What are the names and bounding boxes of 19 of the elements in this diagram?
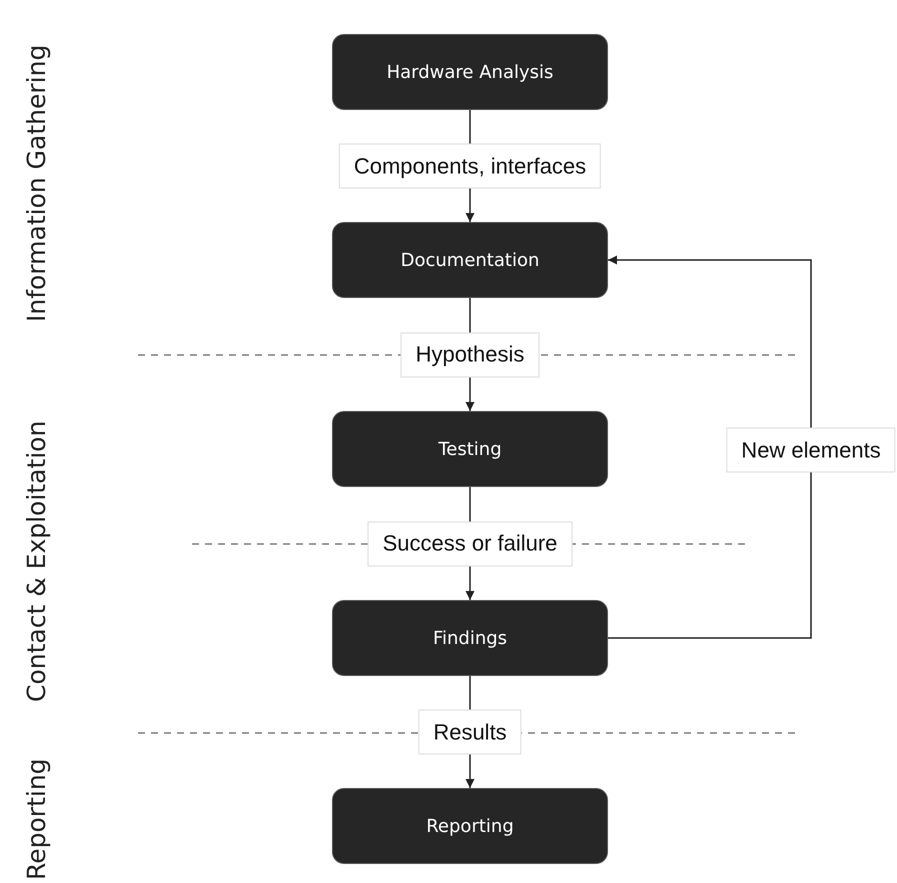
box-label: Reporting [426,816,514,836]
phase-label: Reporting [22,758,51,880]
phase-label: Information Gathering [22,44,51,322]
process-box [332,788,608,864]
box-label: Hardware Analysis [386,62,554,82]
box-label: Findings [432,628,508,648]
process-box [332,600,608,676]
process-box [332,34,608,110]
arrow [608,256,812,639]
edge-label: Results [418,710,522,754]
edge-label: Components, interfaces [338,144,602,188]
phase-label: Contact & Exploitation [22,420,51,702]
edge-label: New elements [726,428,896,472]
process-box [332,411,608,487]
process-box [332,222,608,298]
edge-label: Success or failure [368,521,572,566]
box-label: Testing [438,438,502,460]
box-label: Documentation [400,250,540,270]
edge-label: Hypothesis [400,332,540,377]
